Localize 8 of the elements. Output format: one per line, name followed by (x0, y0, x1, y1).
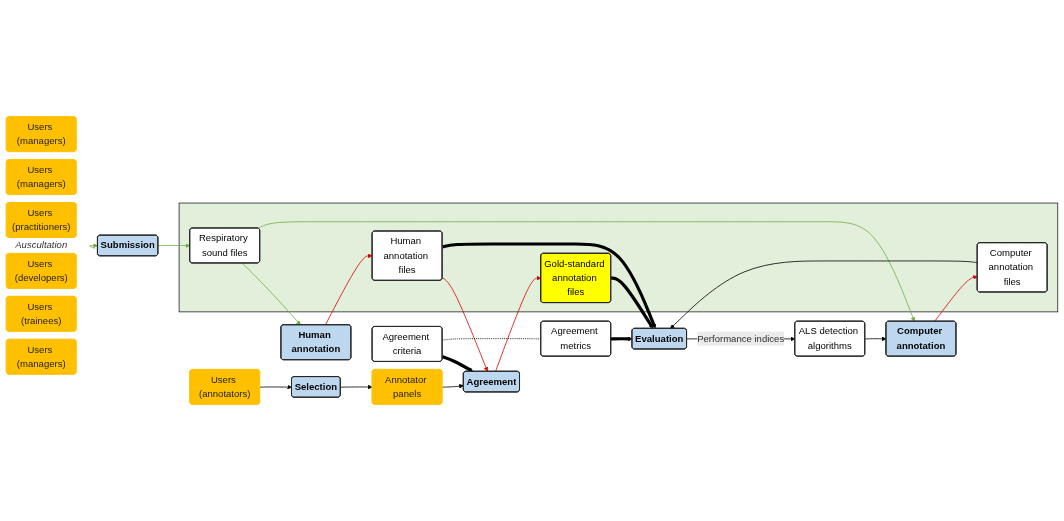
node-text: Auscultation (15, 239, 68, 251)
arrow (611, 276, 654, 329)
arrow (441, 242, 657, 329)
connector (441, 338, 542, 341)
arrow (441, 355, 474, 372)
arrow (610, 336, 633, 342)
cluster (178, 202, 1059, 313)
edge-label: Performance indices (697, 333, 785, 344)
